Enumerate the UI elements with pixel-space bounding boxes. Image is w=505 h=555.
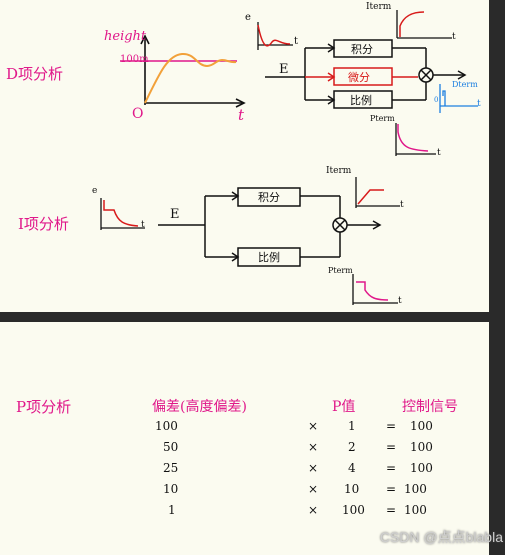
row-equals: = [386, 440, 397, 454]
time-label-small: t [294, 36, 299, 47]
dterm-label: Dterm [452, 80, 478, 89]
d-analysis-label: D项分析 [6, 65, 64, 83]
error-plot-i [103, 200, 139, 227]
setpoint-label: 100m [120, 54, 149, 65]
row-signal: 100 [410, 419, 433, 433]
table-row: 50 × 2 = 100 [0, 440, 489, 460]
row-times: × [308, 461, 319, 475]
i-input-label: E [170, 207, 180, 222]
error-axis-label: e [245, 12, 251, 23]
header-error: 偏差(高度偏差) [152, 399, 247, 415]
row-equals: = [386, 503, 397, 517]
dterm-time-label: t [477, 99, 481, 109]
row-equals: = [386, 419, 397, 433]
input-label: E [279, 62, 289, 77]
row-signal: 100 [404, 482, 427, 496]
pterm-label: Pterm [370, 114, 395, 123]
row-p-value: 2 [348, 440, 356, 454]
table-row: 10 × 10 = 100 [0, 482, 489, 502]
watermark: CSDN @点点blabla [379, 529, 503, 545]
block-integral-label: 积分 [351, 43, 373, 56]
i-iterm-time-label: t [400, 200, 404, 210]
header-p-value: P值 [332, 399, 356, 415]
i-iterm-label: Iterm [326, 166, 352, 176]
pterm-plot-top [397, 124, 429, 152]
table-row: 25 × 4 = 100 [0, 461, 489, 481]
pi-block-diagram [158, 187, 382, 267]
block-integral-i [237, 187, 301, 207]
right-scroll-edge [489, 0, 505, 555]
row-error: 1 [168, 503, 176, 517]
row-signal: 100 [404, 503, 427, 517]
iterm-plot-i [357, 189, 384, 205]
pterm-time-label: t [437, 148, 441, 158]
diagram-top-panel: D项分析 height 100m O t e t E 积分 微分 比例 Iter… [0, 0, 489, 312]
block-proportional-label: 比例 [350, 94, 372, 107]
row-signal: 100 [410, 440, 433, 454]
table-row: 1 × 100 = 100 [0, 503, 489, 523]
row-equals: = [386, 482, 397, 496]
pterm-plot-i [356, 281, 389, 301]
row-times: × [308, 440, 319, 454]
dterm-plot [439, 84, 478, 113]
row-times: × [308, 482, 319, 496]
iterm-label: Iterm [366, 2, 392, 12]
time-axis-arrow [235, 98, 246, 108]
iterm-plot-top [399, 11, 425, 37]
i-pterm-time-label: t [398, 296, 402, 306]
time-label: t [238, 106, 245, 124]
row-error: 10 [163, 482, 179, 496]
row-times: × [308, 503, 319, 517]
row-p-value: 10 [344, 482, 360, 496]
row-p-value: 4 [348, 461, 356, 475]
row-error: 50 [163, 440, 179, 454]
row-p-value: 1 [348, 419, 356, 433]
row-error: 25 [163, 461, 179, 475]
dterm-origin: 0 [434, 96, 439, 104]
table-row: 100 × 1 = 100 [0, 419, 489, 439]
i-error-axis-label: e [92, 186, 98, 196]
block-derivative-label: 微分 [348, 71, 370, 84]
i-block-integral-label: 积分 [258, 191, 280, 204]
height-axis-label: height [104, 29, 147, 44]
i-pterm-label: Pterm [328, 266, 353, 275]
iterm-time-label: t [452, 32, 456, 42]
row-signal: 100 [410, 461, 433, 475]
p-analysis-label: P项分析 [16, 398, 72, 416]
height-axis-arrow [140, 34, 150, 45]
i-block-proportional-label: 比例 [258, 251, 280, 264]
row-times: × [308, 419, 319, 433]
error-plot-top [257, 24, 291, 47]
header-control-signal: 控制信号 [402, 399, 458, 415]
origin-label: O [132, 106, 144, 122]
row-error: 100 [155, 419, 178, 433]
pid-block-diagram [265, 39, 467, 109]
control-diagrams [100, 10, 478, 305]
row-p-value: 100 [342, 503, 365, 517]
step-response-curve [144, 52, 237, 104]
i-time-label: t [141, 220, 145, 230]
table-panel: P项分析 偏差(高度偏差) P值 控制信号 100 × 1 = 100 50 ×… [0, 322, 489, 555]
row-equals: = [386, 461, 397, 475]
i-analysis-label: I项分析 [18, 215, 69, 233]
